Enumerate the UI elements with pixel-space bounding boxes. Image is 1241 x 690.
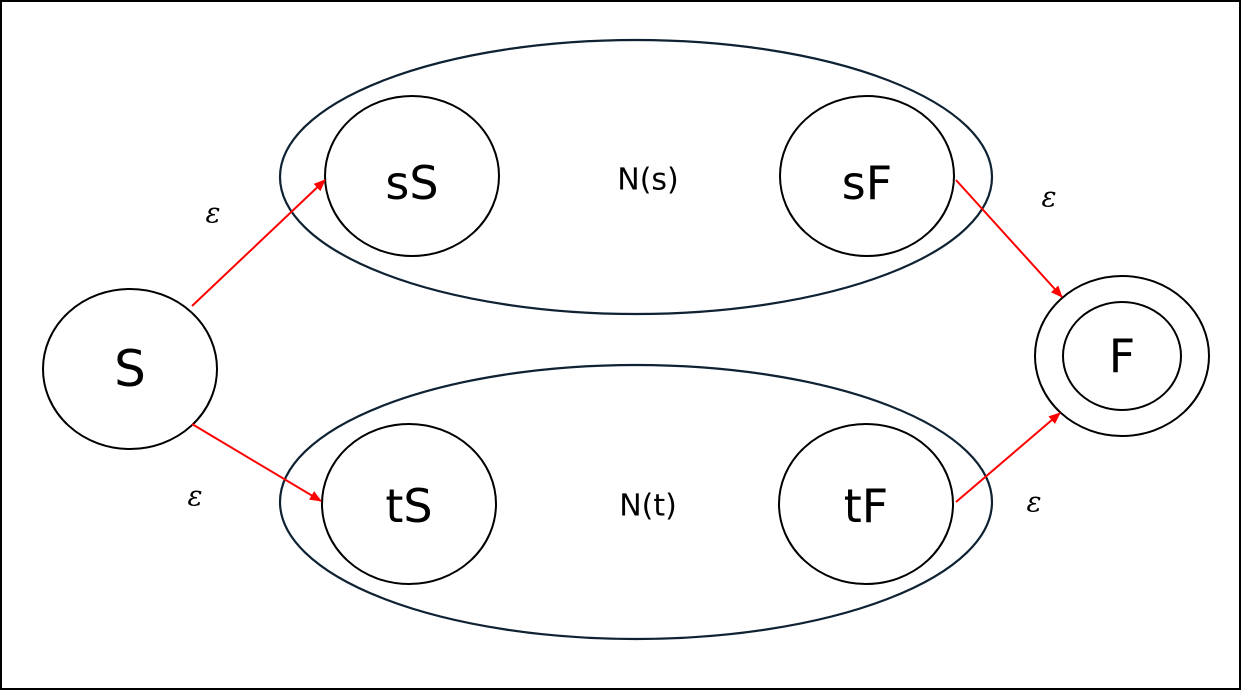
state-S-label: S [114,340,146,398]
state-sF-label: sF [842,156,892,210]
edge-S-to-tS-label: ε [187,480,202,513]
group-ns-label: N(s) [617,163,678,198]
state-sF-circle [779,95,955,257]
state-F-label: F [1109,329,1135,383]
group-nt-outline [278,363,994,641]
state-F-inner-circle [1062,301,1182,411]
group-nt-label: N(t) [619,489,677,524]
group-ns-outline [278,38,994,316]
edge-S-to-sS [191,179,326,307]
state-tF-circle [778,423,954,585]
edge-S-to-tS [191,423,322,502]
edge-tF-to-F [955,412,1061,503]
edge-tF-to-F-label: ε [1026,486,1041,519]
edge-sF-to-F [955,179,1063,298]
state-tF-label: tF [844,479,889,533]
edge-S-to-sS-label: ε [205,197,220,230]
state-sS-circle [324,95,500,257]
edge-sF-to-F-label: ε [1041,181,1056,214]
state-S-circle [42,288,218,450]
state-tS-label: tS [385,479,432,533]
state-sS-label: sS [385,156,438,210]
state-tS-circle [321,423,497,585]
